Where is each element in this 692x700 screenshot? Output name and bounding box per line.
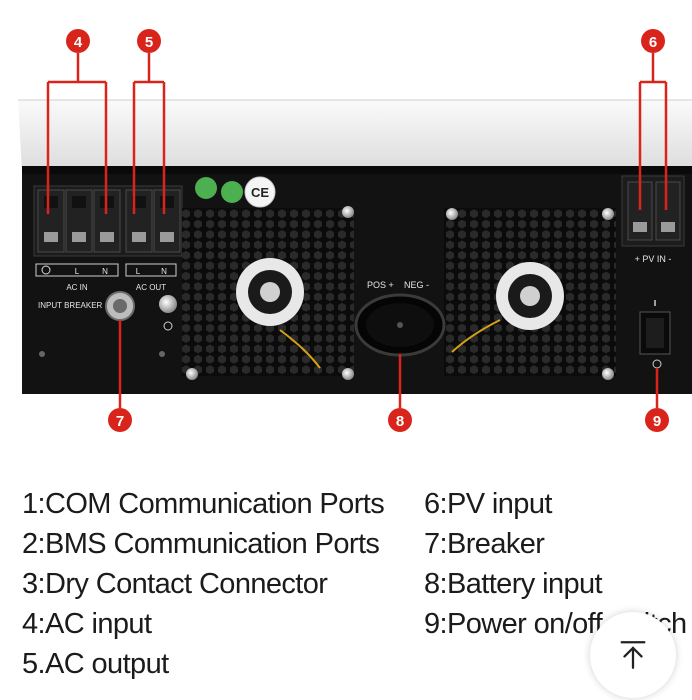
input-breaker-knob (105, 291, 135, 321)
ce-mark: CE (251, 185, 269, 200)
label-l-out: L (136, 267, 141, 276)
pv-terminal-block: + PV IN - (621, 175, 685, 264)
legend-item-battery-input: 8:Battery input (424, 568, 603, 600)
callout-6: 6 (641, 29, 665, 53)
svg-text:5: 5 (145, 34, 153, 51)
legend-item-dry-contact: 3:Dry Contact Connector (22, 568, 328, 600)
legend-item-bms-ports: 2:BMS Communication Ports (22, 528, 380, 560)
label-ac-in: AC IN (66, 283, 88, 292)
callout-7: 7 (108, 408, 132, 432)
label-l: L (75, 267, 80, 276)
legend-item-breaker: 7:Breaker (424, 528, 545, 560)
arrow-up-to-line-icon (620, 641, 646, 669)
callout-9: 9 (645, 408, 669, 432)
label-ac-out: AC OUT (136, 283, 166, 292)
left-cooling-fan (182, 206, 354, 380)
label-n-out: N (161, 267, 167, 276)
legend-item-pv-input: 6:PV input (424, 488, 552, 520)
svg-text:7: 7 (116, 413, 124, 430)
inverter-photo: L N L N AC IN AC OUT INPUT BREAKER CE (18, 29, 692, 432)
power-switch (639, 300, 671, 369)
ac-terminal-blocks: L N L N AC IN AC OUT INPUT BREAKER (33, 185, 183, 310)
svg-text:8: 8 (396, 413, 404, 430)
callout-8: 8 (388, 408, 412, 432)
inverter-top-case (18, 99, 692, 172)
label-pos: POS + (367, 280, 394, 290)
svg-text:6: 6 (649, 34, 657, 51)
legend-item-ac-output: 5.AC output (22, 648, 169, 680)
certification-stickers: CE (195, 176, 276, 208)
scroll-to-top-button[interactable] (590, 612, 676, 698)
svg-text:9: 9 (653, 413, 661, 430)
legend-item-com-ports: 1:COM Communication Ports (22, 488, 385, 520)
ground-screw (159, 295, 177, 331)
legend-item-ac-input: 4:AC input (22, 608, 152, 640)
label-input-breaker: INPUT BREAKER (38, 301, 103, 310)
right-cooling-fan (444, 208, 616, 380)
callout-4: 4 (66, 29, 90, 53)
port-legend: 1:COM Communication Ports 2:BMS Communic… (0, 470, 692, 700)
label-neg: NEG - (404, 280, 429, 290)
label-n: N (102, 267, 108, 276)
svg-text:4: 4 (74, 34, 83, 51)
callout-5: 5 (137, 29, 161, 53)
callout-lines (46, 53, 668, 408)
label-pv-in: + PV IN - (635, 254, 672, 264)
